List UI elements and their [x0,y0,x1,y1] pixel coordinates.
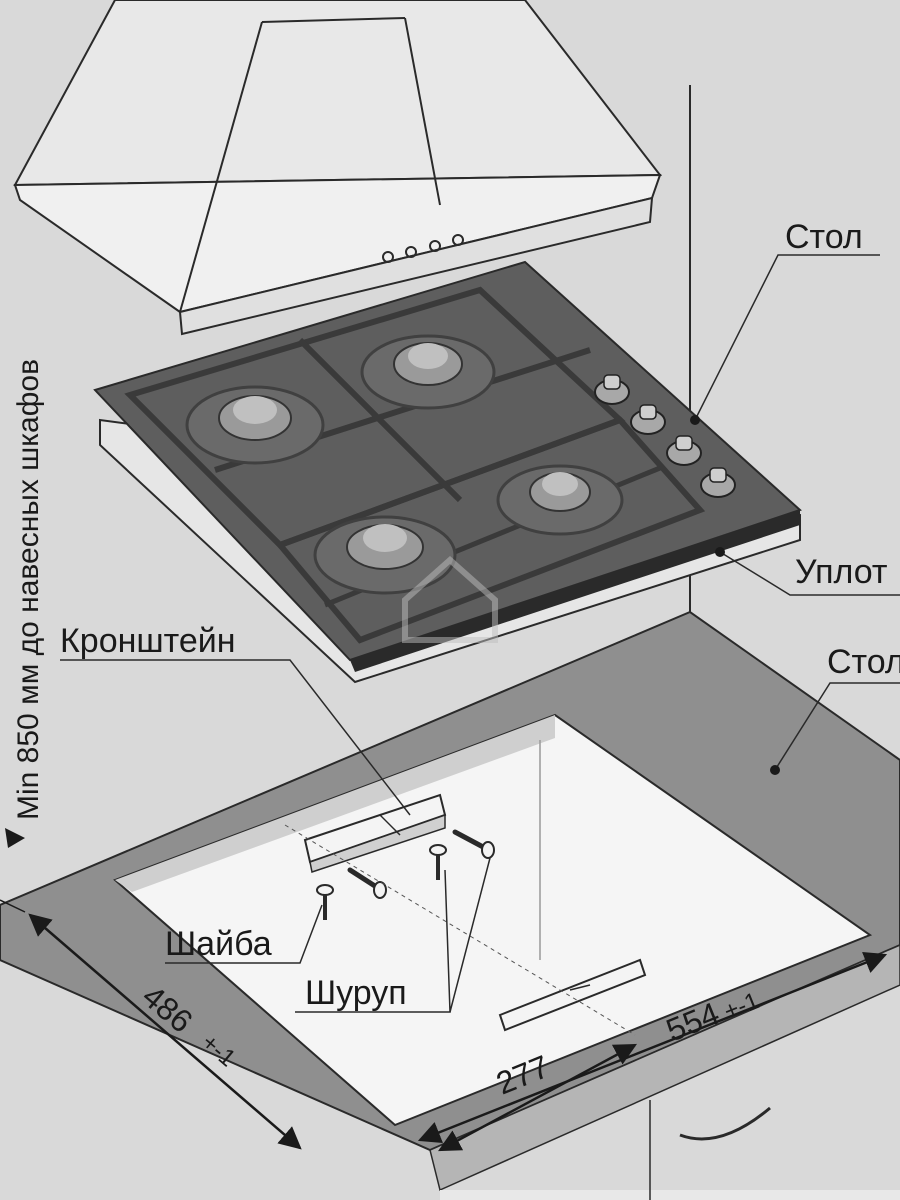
knob-icon [700,467,736,498]
burner-icon [496,464,624,536]
burner-icon [360,334,496,410]
leader-table-mid [774,682,900,771]
leader-seal [719,551,900,596]
screw-icon [347,867,387,899]
label-screw: Шуруп [305,974,407,1012]
label-table-mid: Стол [827,643,900,681]
dimension-depth-line [28,913,302,1150]
burner-icon [313,515,457,595]
hood-button-icon [429,240,441,252]
washer-icon [316,884,334,920]
dimension-half-line [438,1043,637,1152]
hood-button-icon [382,251,394,263]
label-seal: Уплот [795,553,887,591]
knob-icon [630,404,666,435]
gas-hob-icon [93,260,802,684]
range-hood-icon [13,0,663,336]
knob-icon [666,435,702,466]
hood-button-icon [452,234,464,246]
hood-button-icon [405,246,417,258]
label-vertical-note: Min 850 мм до навесных шкафов [12,359,45,820]
washer-icon [429,844,447,880]
burner-icon [185,385,325,465]
label-washer: Шайба [165,925,272,963]
screw-icon [452,829,495,859]
label-table-top: Стол [785,218,863,256]
bracket-icon [303,793,447,873]
knob-icon [594,374,630,405]
leader-bracket [60,659,411,816]
vertical-arrow-icon [5,828,25,848]
leader-table-top [694,254,880,421]
label-bracket: Кронштейн [60,622,236,660]
watermark-house-icon [402,555,498,643]
